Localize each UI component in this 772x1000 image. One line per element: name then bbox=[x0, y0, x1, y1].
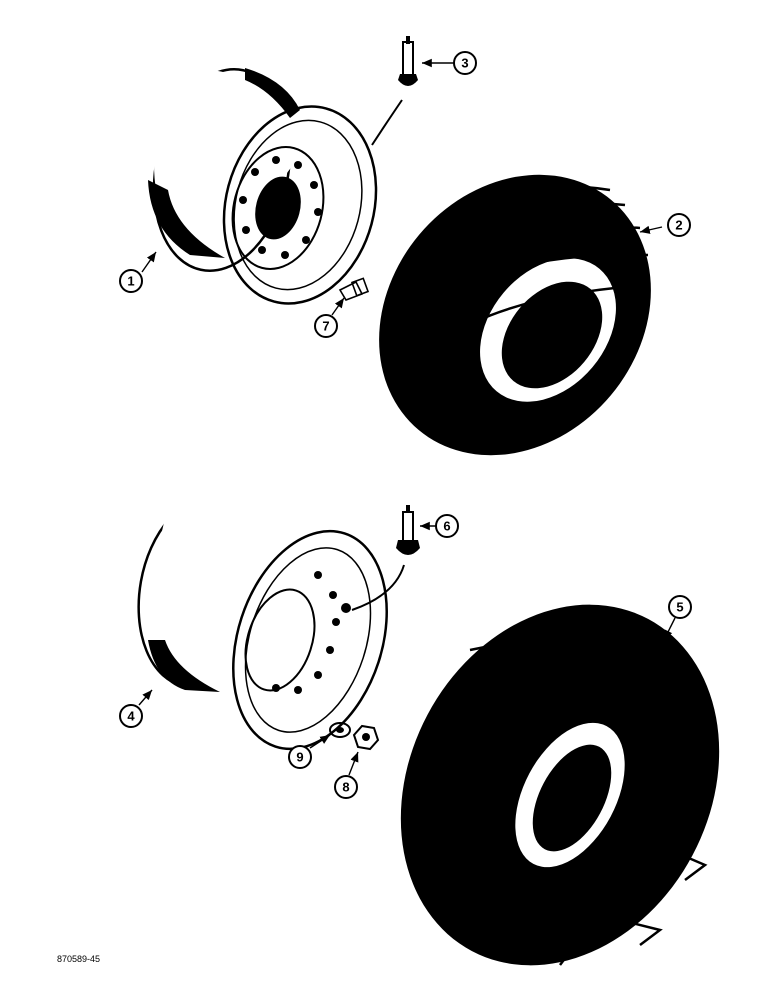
callout-5-label: 5 bbox=[676, 600, 683, 615]
callout-5: 5 bbox=[668, 595, 692, 619]
callout-1-label: 1 bbox=[127, 274, 134, 289]
wheel-bolt bbox=[338, 277, 370, 301]
callout-7-label: 7 bbox=[322, 319, 329, 334]
callout-3-label: 3 bbox=[461, 56, 468, 71]
callout-8-label: 8 bbox=[342, 780, 349, 795]
callout-1: 1 bbox=[119, 269, 143, 293]
front-wheel-rim bbox=[148, 68, 378, 305]
callout-2-label: 2 bbox=[675, 218, 682, 233]
rear-lug-tire bbox=[400, 604, 720, 966]
callout-8: 8 bbox=[334, 775, 358, 799]
callout-9-label: 9 bbox=[296, 750, 303, 765]
rear-wheel-rim bbox=[137, 494, 388, 751]
callout-4: 4 bbox=[119, 704, 143, 728]
valve-stem-rear bbox=[351, 505, 420, 611]
leader-lines bbox=[138, 58, 676, 776]
callout-2: 2 bbox=[667, 213, 691, 237]
figure-code: 870589-45 bbox=[57, 954, 101, 964]
callout-6-label: 6 bbox=[443, 519, 450, 534]
washer bbox=[329, 722, 351, 738]
callout-3: 3 bbox=[453, 51, 477, 75]
callout-4-label: 4 bbox=[127, 709, 135, 724]
callout-9: 9 bbox=[288, 745, 312, 769]
callout-6: 6 bbox=[435, 514, 459, 538]
callout-7: 7 bbox=[314, 314, 338, 338]
front-tire bbox=[379, 174, 651, 456]
wheel-nut bbox=[352, 724, 380, 751]
valve-stem-front bbox=[371, 36, 418, 146]
